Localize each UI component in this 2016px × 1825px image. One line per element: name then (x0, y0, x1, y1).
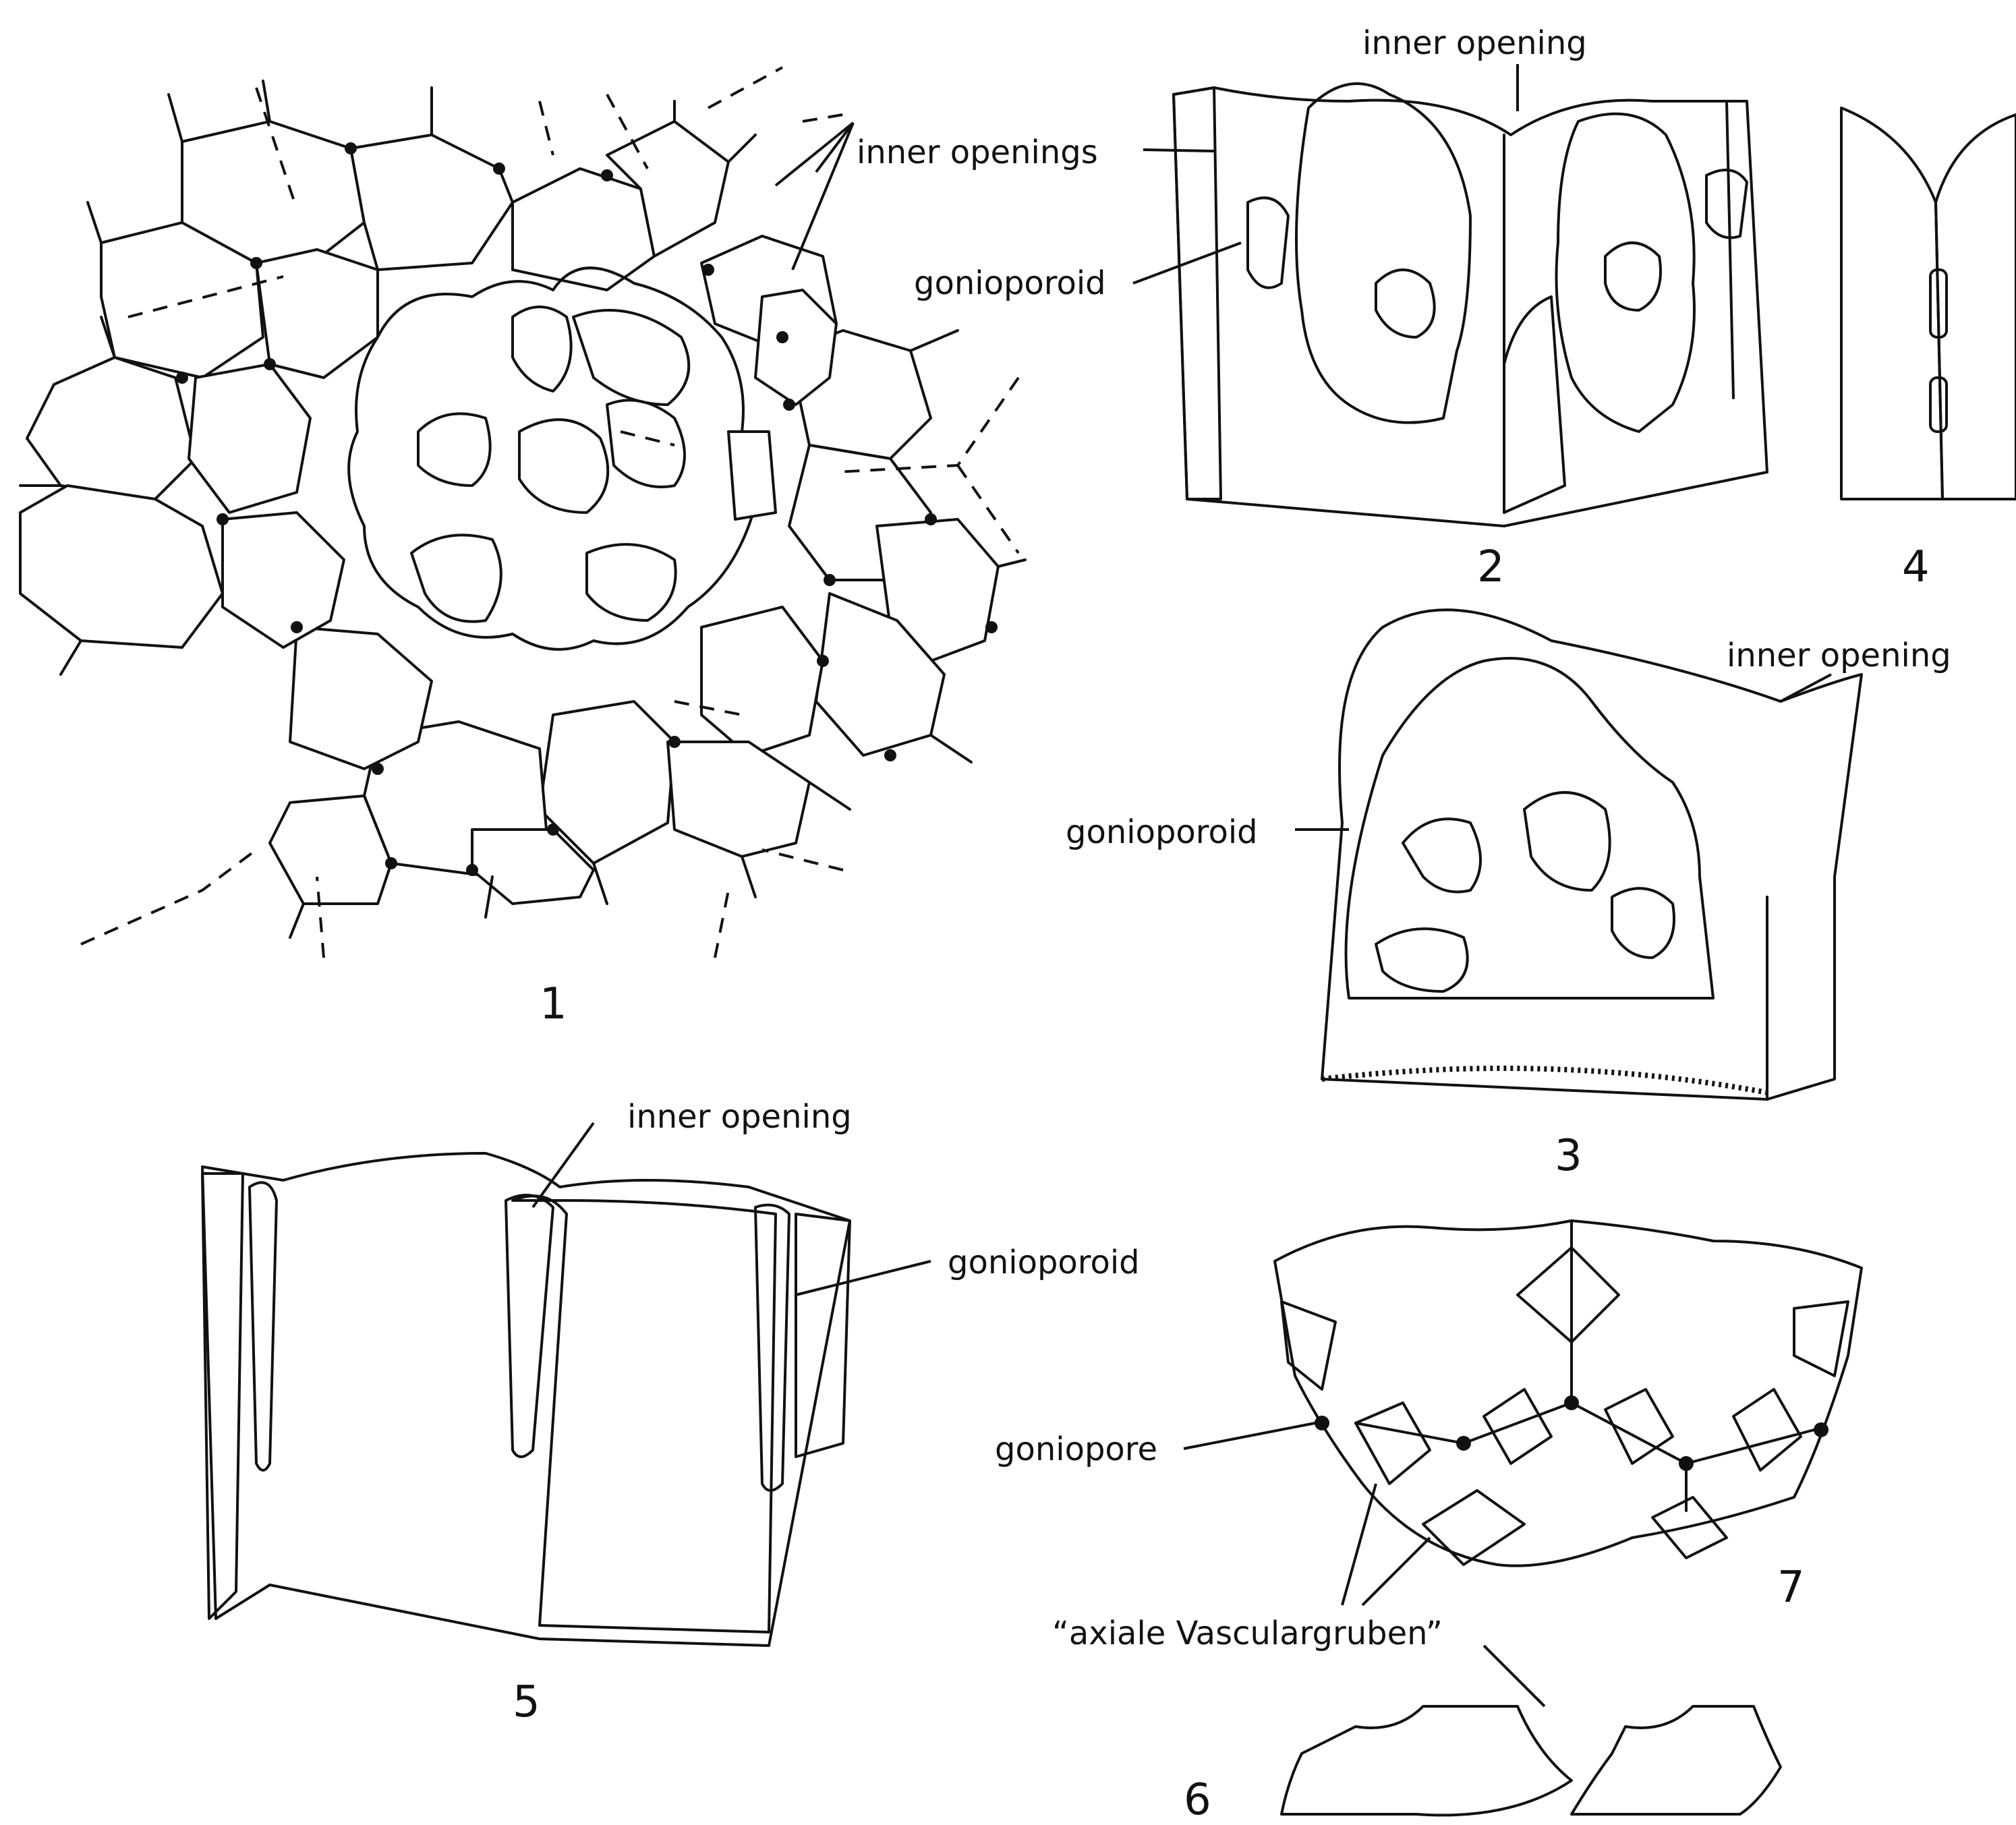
figure-6-hatched-section (1281, 1706, 1781, 1815)
label-gonioporoid-fig5: gonioporoid (948, 1244, 1140, 1281)
figure-number-2: 2 (1477, 542, 1505, 592)
label-axiale-vasculargruben: “axiale Vasculargruben” (1052, 1615, 1443, 1652)
figure-4-sectioned-walls (1841, 108, 2016, 499)
label-gonioporoid-fig3: gonioporoid (1066, 813, 1258, 851)
figure-number-6: 6 (1184, 1775, 1211, 1825)
figure-7-goniopore-surface (1275, 1221, 1862, 1566)
figure-number-3: 3 (1555, 1131, 1582, 1181)
label-inner-openings-fig1: inner openings (857, 134, 1098, 171)
label-inner-opening-fig2: inner opening (1362, 24, 1587, 62)
figure-number-5: 5 (513, 1677, 540, 1727)
figure-1-colony-surface (20, 67, 1025, 958)
figure-3-enlarged-wall (1322, 610, 1862, 1099)
figure-number-1: 1 (540, 979, 567, 1029)
label-inner-opening-fig3: inner opening (1727, 637, 1951, 674)
label-gonioporoid-fig2: gonioporoid (914, 264, 1106, 302)
label-goniopore-fig7: goniopore (995, 1430, 1157, 1468)
label-inner-opening-fig5: inner opening (627, 1098, 852, 1136)
figure-number-4: 4 (1902, 542, 1930, 592)
figure-5-wall-gonioporoids (202, 1153, 850, 1646)
figure-number-7: 7 (1777, 1563, 1805, 1613)
figure-2-wall-section (1174, 84, 1767, 526)
